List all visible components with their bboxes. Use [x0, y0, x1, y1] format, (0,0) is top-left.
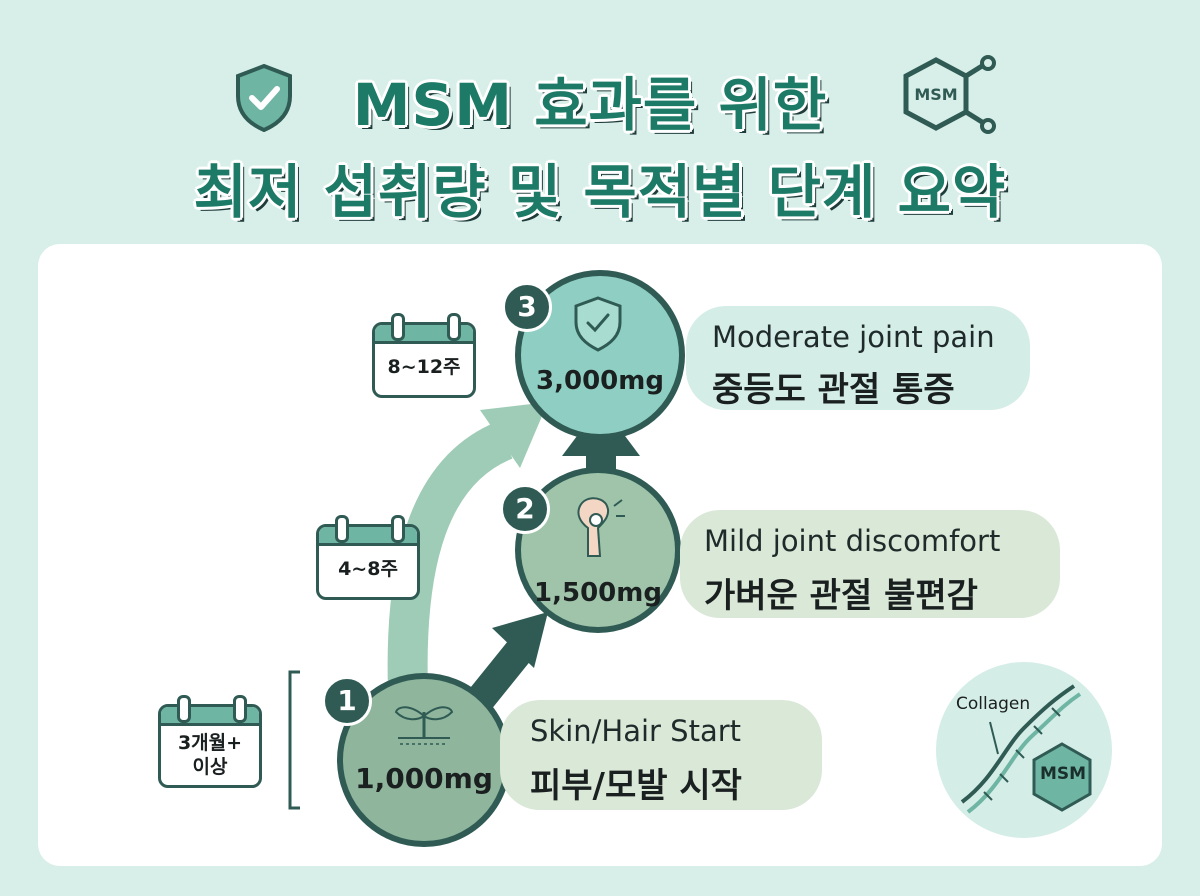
- step1-english-label: Skin/Hair Start: [530, 714, 742, 748]
- step3-shield-icon: [574, 296, 622, 352]
- duration-calendar-1: 3개월+ 이상: [158, 695, 262, 788]
- step3-korean-label: 중등도 관절 통증: [712, 370, 955, 410]
- step2-dose: 1,500mg: [534, 578, 662, 608]
- step3-dose: 3,000mg: [536, 366, 664, 396]
- step3-circle: [515, 270, 685, 440]
- duration-8-12-weeks: 8~12주: [387, 356, 461, 378]
- step2-korean-label: 가벼운 관절 불편감: [704, 576, 978, 616]
- step3-label-pill: Moderate joint pain 중등도 관절 통증: [686, 306, 1030, 410]
- step1-number-badge: 1: [322, 676, 372, 726]
- curved-arrow-1-to-3: [387, 421, 514, 691]
- page-title-line2: 최저 섭취량 및 목적별 단계 요약: [193, 158, 1007, 226]
- step3-number-badge: 3: [502, 282, 552, 332]
- step1-dose: 1,000mg: [355, 762, 493, 795]
- collagen-helix-icon: [960, 684, 1076, 804]
- duration-3-months-line2: 이상: [192, 756, 228, 778]
- step2-knee-icon: [577, 497, 625, 557]
- curved-arrow-head: [480, 402, 548, 468]
- page-title-line1: MSM 효과를 위한: [352, 71, 828, 139]
- step2-english-label: Mild joint discomfort: [704, 524, 1001, 558]
- step2-label-pill: Mild joint discomfort 가벼운 관절 불편감: [680, 510, 1060, 618]
- step2-number-badge: 2: [500, 484, 550, 534]
- duration-4-8-weeks: 4~8주: [338, 558, 398, 580]
- shield-check-icon: [236, 63, 292, 132]
- step3-english-label: Moderate joint pain: [712, 320, 995, 354]
- duration-3-months-line1: 3개월+: [177, 732, 243, 754]
- step1-korean-label: 피부/모발 시작: [530, 766, 742, 806]
- msm-hexagon-icon: [1032, 742, 1092, 812]
- title-msm-badge-text: MSM: [914, 85, 957, 104]
- collagen-msm-legend: [936, 662, 1112, 838]
- arrow-1-to-2-head: [492, 612, 548, 668]
- step1-sprout-icon: [394, 706, 454, 745]
- legend-collagen-label: Collagen: [956, 694, 1031, 714]
- duration-bracket: [288, 670, 300, 810]
- legend-msm-label: MSM: [1040, 764, 1087, 784]
- duration-calendar-2: 4~8주: [316, 515, 420, 600]
- step1-label-pill: Skin/Hair Start 피부/모발 시작: [500, 700, 822, 810]
- msm-molecule-icon: MSM: [903, 55, 996, 134]
- duration-calendar-3: 8~12주: [372, 313, 476, 398]
